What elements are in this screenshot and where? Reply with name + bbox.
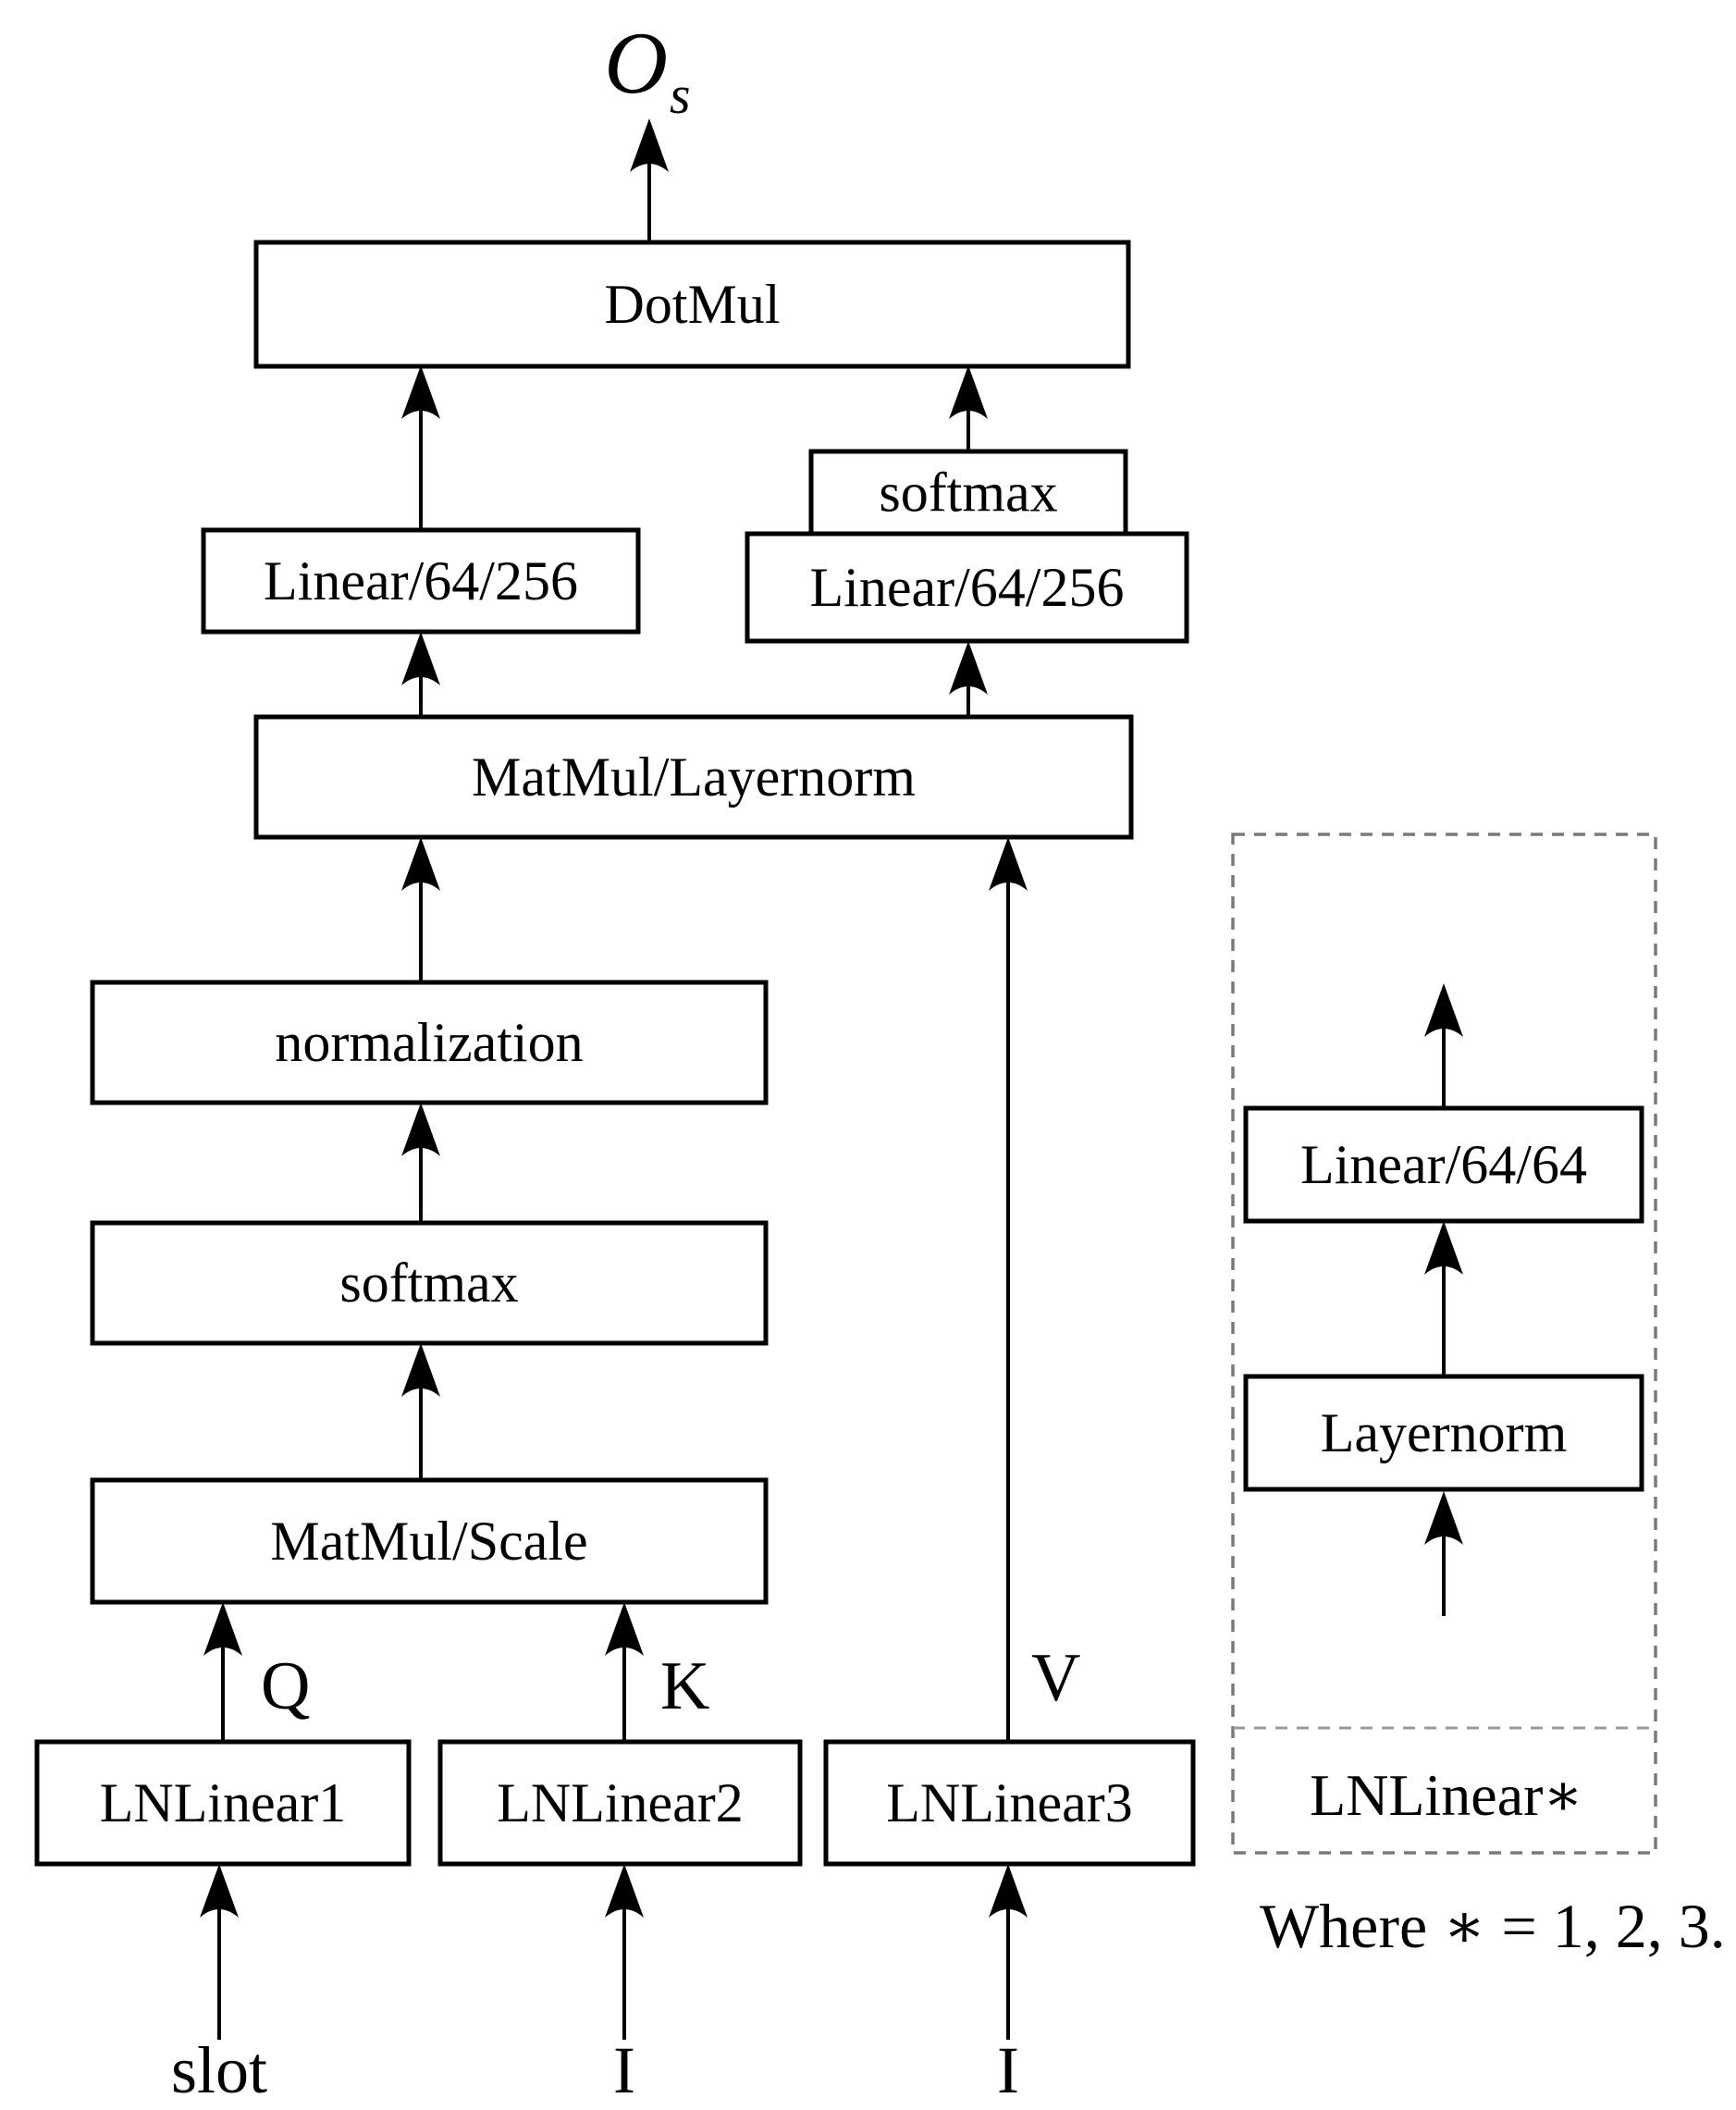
arrow-matmulscale-to-softmaxleft-head-icon xyxy=(401,1343,440,1397)
node-layernorm xyxy=(1243,1374,1644,1492)
arrow-normalization-to-matmulln xyxy=(401,837,440,982)
node-matmul-layernorm-label: MatMul/Layernorm xyxy=(472,747,916,808)
arrow-v-line xyxy=(989,837,1028,1742)
arrow-matmulln-to-linearleft xyxy=(401,632,440,717)
output-symbol: Os xyxy=(604,14,690,125)
arrow-softmax-to-dotmul xyxy=(949,365,988,451)
legend-dashed-box xyxy=(1231,833,1657,1855)
label-slot: slot xyxy=(171,2033,267,2107)
arrow-legend-output xyxy=(1424,983,1463,1108)
node-normalization-label: normalization xyxy=(275,1012,583,1073)
node-lnlinear1 xyxy=(34,1739,412,1867)
arrow-i-input-3-head-icon xyxy=(989,1864,1028,1918)
arrow-matmulln-to-linearright-head-icon xyxy=(949,641,988,695)
arrow-softmaxleft-to-normalization xyxy=(401,1103,440,1223)
arrow-i-input-2-head-icon xyxy=(605,1864,644,1918)
node-matmul-scale-label: MatMul/Scale xyxy=(270,1511,587,1572)
arrow-normalization-to-matmulln-head-icon xyxy=(401,837,440,891)
node-softmax-right xyxy=(808,449,1128,537)
arrow-softmax-to-dotmul-head-icon xyxy=(949,365,988,419)
arrow-legend-input-head-icon xyxy=(1424,1491,1463,1545)
node-lnlinear1-label: LNLinear1 xyxy=(100,1772,347,1833)
node-matmul-scale xyxy=(90,1477,769,1605)
node-lnlinear3-label: LNLinear3 xyxy=(886,1772,1133,1833)
node-dotmul-label: DotMul xyxy=(604,274,780,335)
arrow-softmaxleft-to-normalization-head-icon xyxy=(401,1103,440,1156)
node-softmax-left-label: softmax xyxy=(339,1252,518,1314)
arrow-v-line-head-icon xyxy=(989,837,1028,891)
label-v: V xyxy=(1031,1640,1080,1716)
node-linear-left-label: Linear/64/256 xyxy=(264,550,578,611)
node-linear-right-label: Linear/64/256 xyxy=(810,557,1125,618)
node-normalization xyxy=(90,980,769,1105)
node-softmax-right-label: softmax xyxy=(879,463,1057,524)
node-linear-64-64 xyxy=(1243,1105,1644,1224)
arrow-legend-layernorm-to-linear-head-icon xyxy=(1424,1221,1463,1275)
node-linear-right xyxy=(745,531,1189,644)
label-k: K xyxy=(660,1648,709,1724)
arrow-legend-output-head-icon xyxy=(1424,983,1463,1037)
node-lnlinear3 xyxy=(823,1739,1196,1867)
legend-label: LNLinear∗ xyxy=(1310,1762,1583,1828)
arrow-slot-input xyxy=(200,1864,239,2040)
arrow-i-input-3 xyxy=(989,1864,1028,2040)
arrow-q xyxy=(203,1602,242,1742)
output-symbol-subscript: s xyxy=(670,65,691,125)
arrow-matmulln-to-linearleft-head-icon xyxy=(401,632,440,685)
node-layernorm-label: Layernorm xyxy=(1321,1402,1568,1463)
arrow-legend-layernorm-to-linear xyxy=(1424,1221,1463,1376)
node-lnlinear2 xyxy=(437,1739,803,1867)
arrow-i-input-2 xyxy=(605,1864,644,2040)
arrow-k-head-icon xyxy=(605,1602,644,1656)
node-softmax-left xyxy=(90,1220,769,1346)
arrow-linearleft-to-dotmul-head-icon xyxy=(401,365,440,419)
node-dotmul xyxy=(253,240,1131,369)
node-linear-64-64-label: Linear/64/64 xyxy=(1300,1134,1587,1195)
arrow-matmulscale-to-softmaxleft xyxy=(401,1343,440,1480)
legend-caption: Where ∗ = 1, 2, 3. xyxy=(1260,1891,1726,1961)
arrow-legend-input xyxy=(1424,1491,1463,1616)
arrow-linearleft-to-dotmul xyxy=(401,365,440,530)
label-i-2: I xyxy=(613,2033,635,2107)
label-i-3: I xyxy=(997,2033,1019,2107)
label-q: Q xyxy=(261,1648,310,1724)
node-linear-left xyxy=(201,527,641,635)
node-lnlinear2-label: LNLinear2 xyxy=(497,1772,744,1833)
arrow-matmulln-to-linearright xyxy=(949,641,988,717)
arrow-slot-input-head-icon xyxy=(200,1864,239,1918)
output-symbol-main: O xyxy=(604,14,668,112)
node-matmul-layernorm xyxy=(253,714,1134,840)
arrow-dotmul-to-output xyxy=(630,118,669,242)
arrow-dotmul-to-output-head-icon xyxy=(630,118,669,172)
arrow-k xyxy=(605,1602,644,1742)
arrow-q-head-icon xyxy=(203,1602,242,1656)
